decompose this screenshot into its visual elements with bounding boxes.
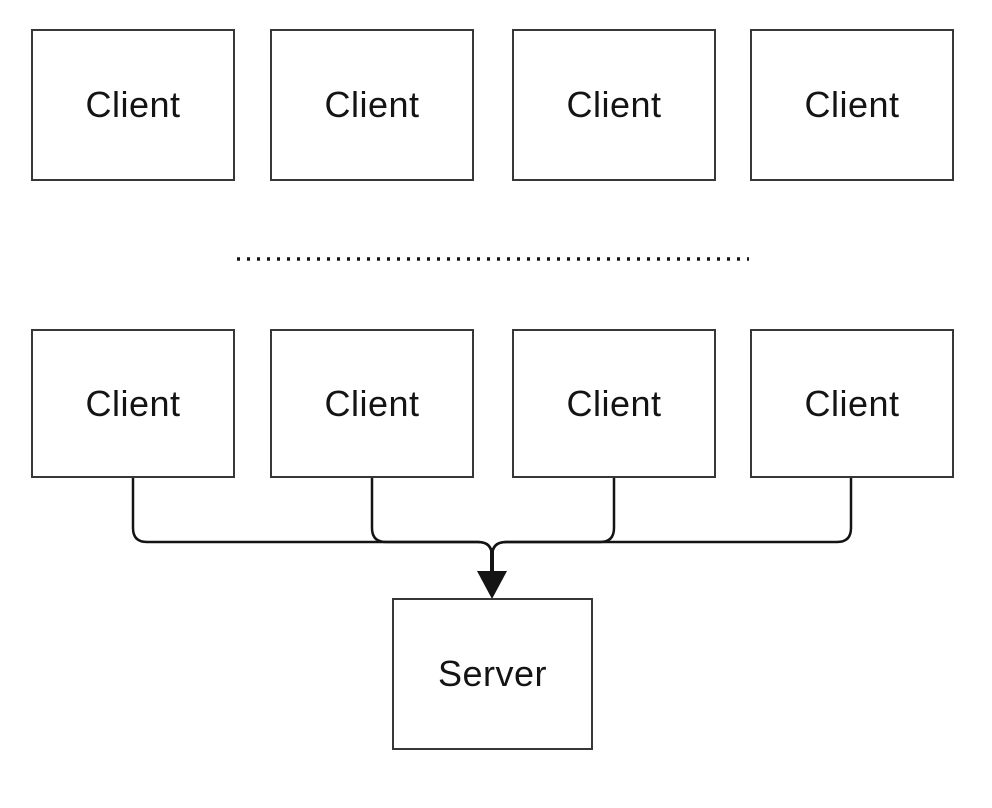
- client-node-bottom-4: Client: [750, 329, 954, 478]
- client-node-bottom-1: Client: [31, 329, 235, 478]
- client-label: Client: [324, 84, 420, 125]
- connector-client-2: [370, 478, 494, 572]
- server-label: Server: [437, 653, 548, 694]
- client-label: Client: [85, 84, 181, 125]
- client-label: Client: [85, 382, 181, 424]
- client-label: Client: [804, 84, 900, 125]
- client-node-top-1: Client: [31, 29, 235, 181]
- client-node-bottom-2: Client: [270, 329, 474, 478]
- client-node-top-4: Client: [750, 29, 954, 181]
- connector-client-3: [490, 478, 616, 572]
- client-node-bottom-3: Client: [512, 329, 716, 478]
- connector-client-1: [131, 478, 494, 572]
- client-label: Client: [324, 382, 420, 424]
- client-label: Client: [566, 84, 662, 125]
- client-node-top-3: Client: [512, 29, 716, 181]
- client-label: Client: [804, 382, 900, 424]
- connector-client-4: [490, 478, 853, 572]
- server-node: Server: [392, 598, 593, 750]
- client-node-top-2: Client: [270, 29, 474, 181]
- arrowhead-icon: [477, 571, 507, 599]
- client-label: Client: [566, 382, 662, 424]
